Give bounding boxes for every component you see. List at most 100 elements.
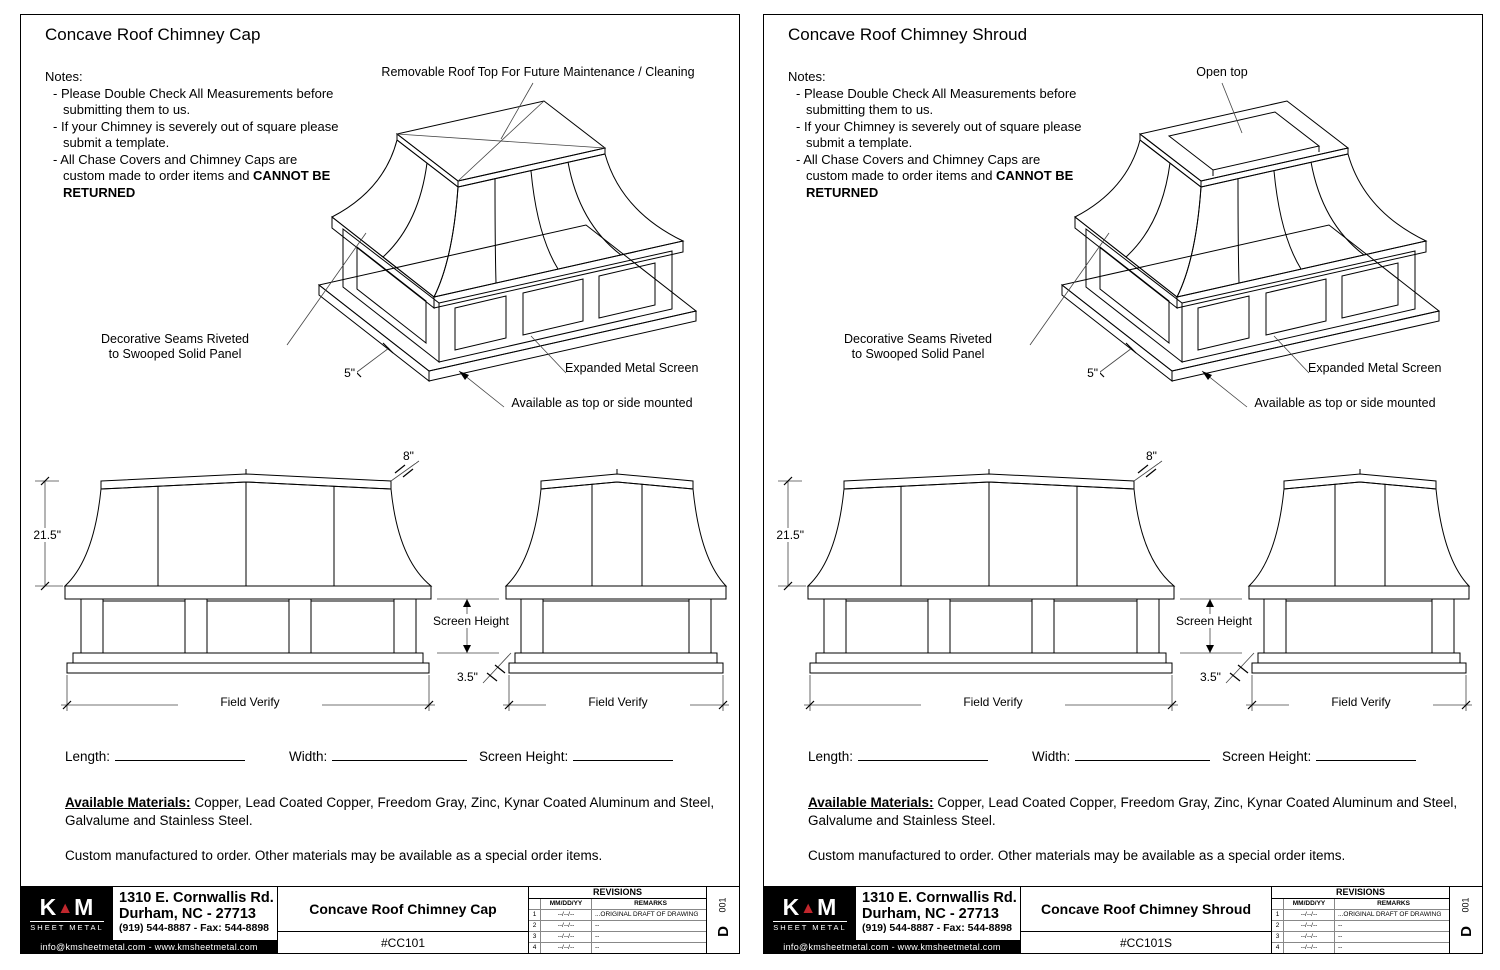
materials-note: Available Materials: Copper, Lead Coated… <box>808 794 1466 829</box>
top-overhang-dim: 8" <box>1144 449 1159 463</box>
materials-note: Available Materials: Copper, Lead Coated… <box>65 794 723 829</box>
sheet-id-cell: 001 D <box>1450 887 1482 953</box>
note-item: If your Chimney is severely out of squar… <box>788 119 1083 152</box>
elevation-drawings <box>35 460 729 711</box>
revision-row: 1 --/--/-- ...ORIGINAL DRAFT OF DRAWING <box>1272 910 1449 921</box>
revision-row: 2 --/--/-- -- <box>1272 921 1449 932</box>
drawing-number: #CC101 <box>278 931 528 953</box>
sheet-size-letter: D <box>1457 926 1475 937</box>
revision-row: 1 --/--/-- ...ORIGINAL DRAFT OF DRAWING <box>529 910 706 921</box>
logo-tagline: SHEET METAL <box>30 920 104 932</box>
company-logo: K▲M SHEET METAL <box>764 887 856 940</box>
note-item: If your Chimney is severely out of squar… <box>45 119 340 152</box>
screen-height-blank-line <box>1316 747 1417 761</box>
drawing-title-cell: Concave Roof Chimney Shroud #CC101S <box>1021 887 1272 953</box>
company-block: K▲M SHEET METAL 1310 E. Cornwallis Rd. D… <box>764 887 1021 953</box>
page-title: Concave Roof Chimney Shroud <box>788 25 1028 44</box>
sheet-number: 001 <box>1461 897 1471 913</box>
revisions-table: REVISIONS MM/DD/YY REMARKS 1 --/--/-- ..… <box>529 887 707 953</box>
revisions-column-headers: MM/DD/YY REMARKS <box>1272 899 1449 910</box>
notes-heading: Notes: <box>45 69 83 84</box>
screen-height-dim-label: Screen Height <box>427 614 515 628</box>
logo-triangle-icon: ▲ <box>57 899 75 917</box>
elevation-drawings <box>778 460 1472 711</box>
revision-row: 3 --/--/-- -- <box>529 932 706 943</box>
revisions-header: REVISIONS <box>1272 887 1449 899</box>
mount-annotation: Available as top or side mounted <box>511 396 693 410</box>
revision-row: 2 --/--/-- -- <box>529 921 706 932</box>
title-block: K▲M SHEET METAL 1310 E. Cornwallis Rd. D… <box>21 886 739 953</box>
contact-strip: info@kmsheetmetal.com - www.kmsheetmetal… <box>764 940 1020 953</box>
revision-row: 4 --/--/-- -- <box>1272 943 1449 953</box>
field-verify-side-label: Field Verify <box>546 695 690 709</box>
screen-height-blank-line <box>573 747 674 761</box>
seams-annotation: Decorative Seams Riveted to Swooped Soli… <box>101 332 249 361</box>
company-block: K▲M SHEET METAL 1310 E. Cornwallis Rd. D… <box>21 887 278 953</box>
screen-height-field-label: Screen Height: <box>479 749 569 764</box>
revision-row: 3 --/--/-- -- <box>1272 932 1449 943</box>
materials-heading: Available Materials: <box>808 795 934 810</box>
length-field-label: Length: <box>65 749 111 764</box>
field-verify-front-label: Field Verify <box>921 695 1065 709</box>
width-field-label: Width: <box>1032 749 1071 764</box>
notes-warning: CANNOT BE RETURNED <box>806 168 1074 200</box>
notes-warning: CANNOT BE RETURNED <box>63 168 331 200</box>
isometric-drawing <box>286 82 698 408</box>
width-blank-line <box>1075 747 1211 761</box>
length-blank-line <box>115 747 246 761</box>
roof-top-annotation: Removable Roof Top For Future Maintenanc… <box>381 65 695 79</box>
drawing-number: #CC101S <box>1021 931 1271 953</box>
sheet-size-letter: D <box>714 926 732 937</box>
seams-annotation: Decorative Seams Riveted to Swooped Soli… <box>844 332 992 361</box>
height-dim: 21.5" <box>27 528 63 542</box>
field-verify-front-label: Field Verify <box>178 695 322 709</box>
materials-text: Copper, Lead Coated Copper, Freedom Gray… <box>65 795 715 828</box>
logo-triangle-icon: ▲ <box>800 899 818 917</box>
panel-chimney-cap: Concave Roof Chimney Cap Notes: Please D… <box>20 14 740 954</box>
top-overhang-dim: 8" <box>401 449 416 463</box>
contact-strip: info@kmsheetmetal.com - www.kmsheetmetal… <box>21 940 277 953</box>
custom-order-note: Custom manufactured to order. Other mate… <box>808 848 1346 863</box>
mount-annotation: Available as top or side mounted <box>1254 396 1436 410</box>
title-block: K▲M SHEET METAL 1310 E. Cornwallis Rd. D… <box>764 886 1482 953</box>
note-item: All Chase Covers and Chimney Caps are cu… <box>788 152 1083 202</box>
sheet-id-cell: 001 D <box>707 887 739 953</box>
height-dim: 21.5" <box>770 528 806 542</box>
custom-order-note: Custom manufactured to order. Other mate… <box>65 848 603 863</box>
screen-annotation: Expanded Metal Screen <box>1308 361 1442 375</box>
revisions-header: REVISIONS <box>529 887 706 899</box>
page-title: Concave Roof Chimney Cap <box>45 25 261 44</box>
base-height-dim: 3.5" <box>1198 670 1223 684</box>
screen-annotation: Expanded Metal Screen <box>565 361 699 375</box>
logo-tagline: SHEET METAL <box>773 920 847 932</box>
panel-chimney-shroud: Concave Roof Chimney Shroud Notes: Pleas… <box>763 14 1483 954</box>
screen-height-dim-label: Screen Height <box>1170 614 1258 628</box>
materials-heading: Available Materials: <box>65 795 191 810</box>
company-address: 1310 E. Cornwallis Rd. Durham, NC - 2771… <box>119 890 274 934</box>
company-logo: K▲M SHEET METAL <box>21 887 113 940</box>
note-item: Please Double Check All Measurements bef… <box>45 86 340 119</box>
base-height-dim: 3.5" <box>455 670 480 684</box>
revisions-column-headers: MM/DD/YY REMARKS <box>529 899 706 910</box>
field-verify-side-label: Field Verify <box>1289 695 1433 709</box>
drawing-title: Concave Roof Chimney Cap <box>309 901 497 917</box>
length-blank-line <box>858 747 989 761</box>
overhang-dim-label: 5" <box>327 366 357 380</box>
width-field-label: Width: <box>289 749 328 764</box>
roof-top-annotation: Open top <box>1196 65 1248 79</box>
revision-row: 4 --/--/-- -- <box>529 943 706 953</box>
screen-height-field-label: Screen Height: <box>1222 749 1312 764</box>
isometric-drawing <box>1029 82 1441 408</box>
notes-heading: Notes: <box>788 69 826 84</box>
notes-block: Notes: Please Double Check All Measureme… <box>788 69 1083 201</box>
width-blank-line <box>332 747 468 761</box>
materials-text: Copper, Lead Coated Copper, Freedom Gray… <box>808 795 1458 828</box>
note-item: All Chase Covers and Chimney Caps are cu… <box>45 152 340 202</box>
note-item: Please Double Check All Measurements bef… <box>788 86 1083 119</box>
company-address: 1310 E. Cornwallis Rd. Durham, NC - 2771… <box>862 890 1017 934</box>
notes-block: Notes: Please Double Check All Measureme… <box>45 69 340 201</box>
drawing-title: Concave Roof Chimney Shroud <box>1040 901 1252 917</box>
sheet-number: 001 <box>718 897 728 913</box>
drawing-title-cell: Concave Roof Chimney Cap #CC101 <box>278 887 529 953</box>
revisions-table: REVISIONS MM/DD/YY REMARKS 1 --/--/-- ..… <box>1272 887 1450 953</box>
